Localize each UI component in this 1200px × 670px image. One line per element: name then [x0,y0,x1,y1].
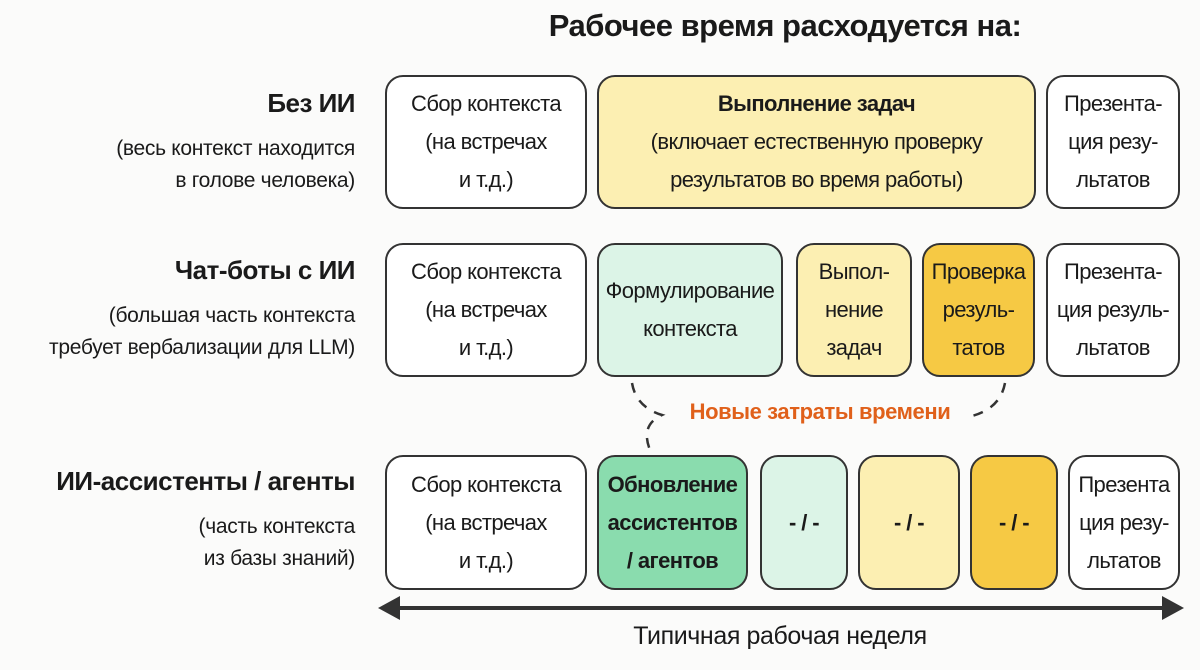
row-label-chatbots: Чат-боты с ИИ (большая часть контекста т… [49,255,355,364]
arrow-left-icon [378,596,400,620]
timeline-arrow [378,596,1184,620]
row-heading: ИИ-ассистенты / агенты [56,466,355,496]
axis-label: Типичная рабочая неделя [633,622,927,650]
box-text: Презента ция резу- льтатов [1078,471,1170,573]
box-text: Презента- ция резуль- льтатов [1056,259,1170,360]
box-collect-context: Сбор контекста (на встречах и т.д.) [385,75,587,209]
box-formulate-context: Формулирование контекста [597,243,783,377]
box-text: Презента- ция резу- льтатов [1063,91,1163,192]
box-text: Проверка резуль- татов [931,259,1026,360]
box-text: Выпол- нение задач [818,259,890,360]
box-presentation: Презента- ция резу- льтатов [1046,75,1180,209]
row-heading: Чат-боты с ИИ [174,255,356,285]
box-execute-tasks: Выпол- нение задач [796,243,912,377]
box-text: (включает естественную проверку результа… [650,129,983,192]
box-presentation: Презента- ция резуль- льтатов [1046,243,1180,377]
box-ditto-formulate: - / - [760,455,848,590]
row-label-agents: ИИ-ассистенты / агенты (часть контекста … [56,466,355,575]
box-collect-context: Сбор контекста (на встречах и т.д.) [385,455,587,590]
box-title: Выполнение задач [717,91,916,116]
box-text: - / - [894,509,925,535]
new-time-costs-label: Новые затраты времени [689,399,951,424]
box-update-agents: Обновление ассистентов / агентов [597,455,748,590]
box-text: Сбор контекста (на встречах и т.д.) [411,91,562,192]
box-text: Сбор контекста (на встречах и т.д.) [411,471,562,573]
dashed-curve-right [967,382,1007,419]
box-presentation: Презента ция резу- льтатов [1068,455,1180,590]
box-text: Обновление ассистентов / агентов [607,471,738,573]
box-ditto-execute: - / - [858,455,960,590]
row-subtitle: (весь контекст находится в голове челове… [116,137,355,192]
dashed-connector [630,382,1007,451]
box-check-results: Проверка резуль- татов [922,243,1035,377]
row-subtitle: (часть контекста из базы знаний) [198,515,356,570]
box-execute-tasks: Выполнение задач (включает естественную … [597,75,1036,209]
dashed-curve-left [630,382,666,451]
box-text: - / - [789,509,820,535]
row-label-no-ai: Без ИИ (весь контекст находится в голове… [116,88,355,197]
box-ditto-check: - / - [970,455,1058,590]
box-text: Формулирование контекста [605,278,775,341]
box-text: - / - [999,509,1030,535]
row-heading: Без ИИ [267,88,355,118]
arrow-right-icon [1162,596,1184,620]
box-collect-context: Сбор контекста (на встречах и т.д.) [385,243,587,377]
page-title: Рабочее время расходуется на: [548,8,1022,43]
row-subtitle: (большая часть контекста требует вербали… [49,304,355,359]
box-text: Сбор контекста (на встречах и т.д.) [411,259,562,360]
